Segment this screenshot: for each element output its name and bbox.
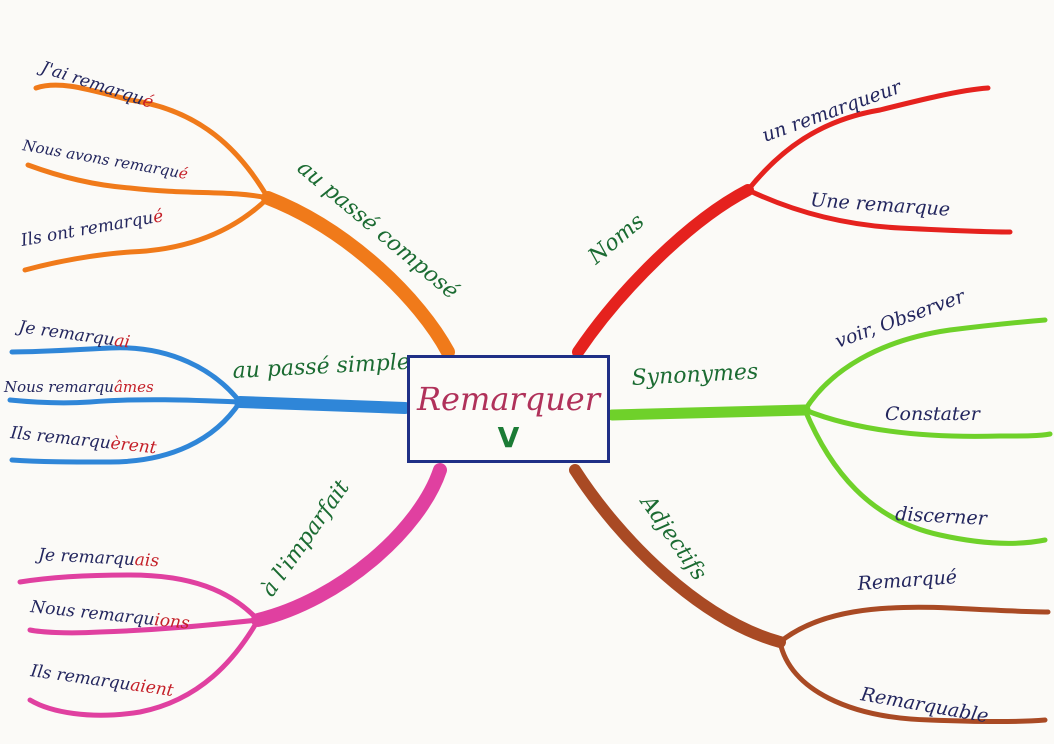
leaf-imp-3-ending: aient bbox=[129, 675, 175, 701]
branch-noms-twig-1 bbox=[745, 85, 991, 193]
branch-noms bbox=[572, 85, 1013, 358]
leaf-pc-2-stem: Nous avons remarqu bbox=[20, 136, 180, 181]
branch-adjectifs-twig-1 bbox=[777, 604, 1051, 645]
leaf-imp-1: Je remarquais bbox=[35, 545, 160, 571]
leaf-ps-2: Nous remarquâmes bbox=[3, 378, 154, 396]
label-passe-simple: au passé simple bbox=[232, 350, 410, 384]
branch-adjectifs-trunk bbox=[569, 464, 786, 648]
leaf-syn-3: discerner bbox=[895, 503, 989, 530]
branch-imparfait-twig-3 bbox=[27, 617, 261, 718]
leaf-ps-3-ending: èrent bbox=[110, 434, 158, 459]
leaf-imp-3-stem: Ils remarqu bbox=[28, 661, 131, 695]
branch-adjectifs bbox=[569, 464, 1051, 724]
branch-adjectifs-twig-2 bbox=[777, 639, 1048, 724]
leaf-imp-2-ending: ions bbox=[153, 610, 191, 634]
leaf-imp-2: Nous remarquions bbox=[28, 597, 190, 634]
leaf-imp-3: Ils remarquaient bbox=[28, 661, 175, 701]
branch-passe-compose-twig-3 bbox=[22, 195, 271, 273]
leaf-imp-1-stem: Je remarqu bbox=[35, 545, 136, 570]
branch-synonymes-trunk bbox=[606, 404, 811, 421]
center-subtitle: V bbox=[497, 421, 520, 454]
branch-passe-compose-twig-2 bbox=[25, 162, 271, 201]
leaf-ps-3-stem: Ils remarqu bbox=[8, 423, 111, 454]
label-noms: Noms bbox=[583, 209, 649, 270]
branch-synonymes-twig-2 bbox=[802, 407, 1053, 439]
leaf-syn-2: Constater bbox=[885, 403, 982, 425]
label-adjectifs: Adjectifs bbox=[634, 489, 712, 585]
leaf-pc-3: Ils ont remarqué bbox=[18, 206, 164, 251]
leaf-pc-2-ending: é bbox=[177, 164, 189, 183]
branch-passe-simple-trunk bbox=[234, 396, 411, 414]
label-synonymes: Synonymes bbox=[631, 359, 759, 391]
center-node: Remarquer V bbox=[407, 355, 610, 463]
branch-passe-simple bbox=[7, 345, 411, 465]
leaf-adj-1: Remarqué bbox=[856, 566, 958, 595]
branch-passe-simple-twig-1 bbox=[9, 345, 243, 405]
branch-imparfait-twig-1 bbox=[17, 572, 261, 623]
branch-imparfait-trunk bbox=[251, 463, 447, 627]
branch-synonymes bbox=[606, 317, 1053, 546]
leaf-pc-3-stem: Ils ont remarqu bbox=[18, 208, 155, 251]
center-title: Remarquer bbox=[416, 380, 601, 418]
branch-passe-simple-twig-3 bbox=[9, 399, 243, 465]
branch-noms-twig-2 bbox=[745, 187, 1013, 235]
leaf-pc-2: Nous avons remarqué bbox=[20, 136, 189, 183]
leaf-ps-3: Ils remarquèrent bbox=[8, 423, 157, 458]
leaf-ps-1-stem: Je remarqu bbox=[14, 317, 116, 351]
branch-passe-compose-twig-1 bbox=[33, 82, 271, 201]
leaf-ps-2-stem: Nous remarqu bbox=[3, 378, 114, 396]
branch-passe-compose bbox=[22, 82, 455, 359]
leaf-pc-3-ending: é bbox=[151, 206, 164, 227]
branch-noms-trunk bbox=[572, 184, 754, 358]
branch-synonymes-twig-1 bbox=[802, 317, 1048, 413]
leaf-ps-2-ending: âmes bbox=[114, 378, 154, 396]
leaf-ps-1-ending: ai bbox=[113, 331, 131, 353]
leaf-noms-2: Une remarque bbox=[810, 189, 951, 221]
leaf-ps-1: Je remarquai bbox=[14, 317, 131, 353]
leaf-imp-1-ending: ais bbox=[134, 550, 160, 571]
branch-passe-compose-trunk bbox=[261, 191, 455, 359]
branch-synonymes-twig-3 bbox=[802, 407, 1048, 546]
leaf-imp-2-stem: Nous remarqu bbox=[28, 597, 155, 630]
branch-passe-simple-twig-2 bbox=[7, 397, 243, 406]
branch-imparfait bbox=[17, 463, 447, 718]
branch-imparfait-twig-2 bbox=[27, 617, 261, 636]
